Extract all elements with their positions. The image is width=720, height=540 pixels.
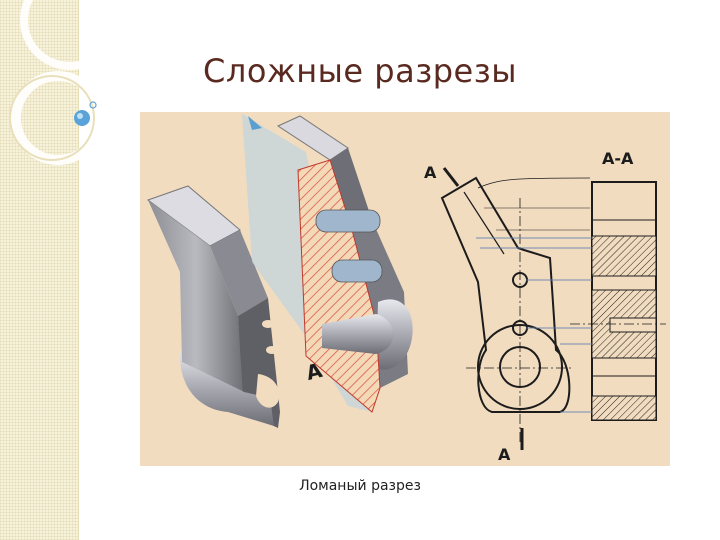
- figure-caption: Ломаный разрез: [299, 478, 421, 494]
- slide-title: Сложные разрезы: [203, 52, 517, 90]
- top-cut-label: A: [424, 163, 437, 182]
- decorative-side-strip: [0, 0, 79, 540]
- projection-lines: [476, 237, 592, 413]
- front-view: [440, 176, 591, 442]
- section-view: [570, 181, 666, 421]
- model-section-label: A: [304, 358, 325, 385]
- bottom-cut-label: A: [498, 445, 511, 464]
- left-part-3d: [146, 185, 280, 428]
- arrow-icon: [248, 116, 262, 130]
- technical-drawing: A A A: [140, 112, 670, 466]
- section-view-label: A-A: [602, 149, 634, 168]
- cutting-marks: [442, 167, 524, 450]
- right-part-3d: [276, 115, 413, 413]
- decorative-circles: [9, 0, 110, 165]
